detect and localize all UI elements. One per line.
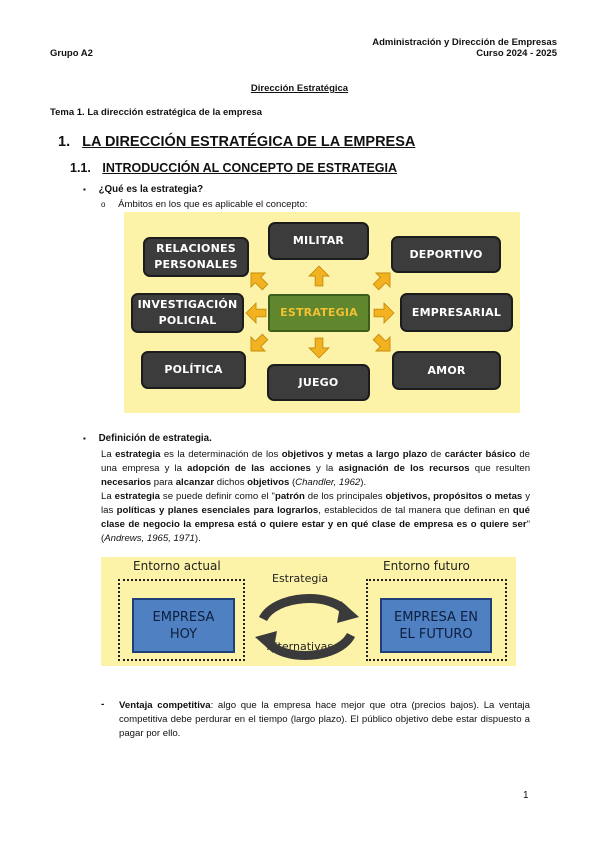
- cycle-arrows-icon: [255, 594, 359, 660]
- text: La: [101, 491, 115, 502]
- text: para: [151, 477, 176, 488]
- text-bold: políticas y planes esenciales para logra…: [116, 505, 319, 516]
- heading-2-number: 1.1.: [70, 161, 91, 175]
- heading-1-text: LA DIRECCIÓN ESTRATÉGICA DE LA EMPRESA: [82, 134, 416, 150]
- strategy-scope-diagram: RELACIONES PERSONALES MILITAR DEPORTIVO I…: [124, 212, 520, 413]
- text-bold: objetivos, propósitos o metas: [385, 491, 523, 502]
- text: La: [101, 449, 116, 460]
- text: , establecidos de tal manera que definan…: [318, 505, 513, 516]
- text-bold: estrategia: [114, 491, 160, 502]
- tile-politica: POLÍTICA: [141, 351, 246, 389]
- arrow-down-right-icon: [372, 333, 391, 352]
- course-title: Dirección Estratégica: [250, 83, 349, 94]
- text-bold: patrón: [274, 491, 305, 502]
- bullet-marker: ▪: [83, 434, 86, 443]
- text: " (: [101, 519, 530, 544]
- bullet-marker: ▪: [83, 185, 86, 194]
- arrow-right-icon: [373, 302, 395, 324]
- future-environment-frame: [366, 579, 507, 661]
- arrow-down-icon: [308, 337, 330, 359]
- header-degree: Administración y Dirección de Empresas: [372, 37, 557, 48]
- citation: Chandler, 1962: [295, 477, 361, 488]
- current-environment-frame: [118, 579, 245, 661]
- current-environment-title: Entorno actual: [133, 559, 221, 573]
- text: se puede definir como el ": [159, 491, 275, 502]
- company-future-line2: EL FUTURO: [399, 626, 473, 642]
- heading-1-number: 1.: [58, 134, 71, 150]
- arrow-up-right-icon: [372, 272, 391, 291]
- bullet-que-es: ▪ ¿Qué es la estrategia?: [83, 184, 203, 195]
- tile-relaciones-line1: RELACIONES: [156, 242, 236, 255]
- tile-deportivo: DEPORTIVO: [391, 236, 501, 273]
- heading-2: 1.1. INTRODUCCIÓN AL CONCEPTO DE ESTRATE…: [70, 161, 397, 175]
- tile-investigacion-policial: INVESTIGACIÓN POLICIAL: [131, 293, 244, 333]
- text-bold: carácter básico: [444, 449, 516, 460]
- tile-empresarial: EMPRESARIAL: [400, 293, 513, 332]
- bullet-text: ¿Qué es la estrategia?: [98, 184, 204, 195]
- definition-chandler: La estrategia es la determinación de los…: [101, 448, 530, 490]
- company-today-line1: EMPRESA: [152, 609, 215, 625]
- bullet-text: Definición de estrategia.: [98, 433, 212, 444]
- company-today-line2: HOY: [169, 626, 198, 642]
- tile-estrategia: ESTRATEGIA: [268, 294, 370, 332]
- header-group: Grupo A2: [50, 48, 93, 59]
- header-course: Curso 2024 - 2025: [476, 48, 557, 59]
- text: ).: [194, 533, 201, 544]
- arrow-down-left-icon: [250, 333, 269, 352]
- text-bold: objetivos y metas a largo plazo: [281, 449, 428, 460]
- text: de: [427, 449, 445, 460]
- topic-title: Tema 1. La dirección estratégica de la e…: [50, 107, 263, 118]
- text-bold: Ventaja competitiva: [119, 700, 211, 711]
- text: dichos: [214, 477, 248, 488]
- tile-investigacion-line1: INVESTIGACIÓN: [137, 298, 238, 311]
- bullet-definicion: ▪ Definición de estrategia.: [83, 433, 212, 444]
- company-future-line1: EMPRESA EN: [394, 609, 478, 625]
- text: ).: [360, 477, 367, 488]
- tile-amor: AMOR: [392, 351, 501, 390]
- future-environment-title: Entorno futuro: [383, 559, 470, 573]
- tile-relaciones-line2: PERSONALES: [154, 258, 238, 271]
- tile-relaciones-personales: RELACIONES PERSONALES: [143, 237, 249, 277]
- text-bold: alcanzar: [175, 477, 215, 488]
- strategy-label: Estrategia: [272, 572, 329, 585]
- text: (: [289, 477, 296, 488]
- text-bold: objetivos: [247, 477, 290, 488]
- text: y la: [310, 463, 339, 474]
- tile-juego: JUEGO: [267, 364, 370, 401]
- tile-investigacion-line2: POLICIAL: [158, 314, 217, 327]
- text: de los principales: [304, 491, 386, 502]
- arrow-left-icon: [245, 302, 267, 324]
- text-bold: qué clase de negocio la empresa está o q…: [101, 505, 530, 530]
- competitive-advantage: Ventaja competitiva: algo que la empresa…: [119, 699, 530, 741]
- text: y las: [101, 491, 531, 516]
- arrow-up-icon: [308, 265, 330, 287]
- arrow-up-left-icon: [250, 272, 269, 291]
- text-bold: asignación de los recursos: [338, 463, 470, 474]
- subbullet-marker: o: [101, 200, 106, 209]
- page-number: 1: [523, 790, 529, 801]
- subbullet-ambitos: o Ámbitos en los que es aplicable el con…: [101, 199, 307, 210]
- bullet-marker-dash: -: [101, 699, 105, 710]
- text: que resulten: [469, 463, 531, 474]
- text-bold: adopción de las acciones: [187, 463, 311, 474]
- heading-2-text: INTRODUCCIÓN AL CONCEPTO DE ESTRATEGIA: [102, 161, 398, 175]
- tile-militar: MILITAR: [268, 222, 369, 260]
- text: de una empresa y la: [101, 449, 530, 474]
- text: : algo que la empresa hace mejor que otr…: [119, 700, 530, 739]
- text-bold: estrategia: [115, 449, 161, 460]
- definition-andrews: La estrategia se puede definir como el "…: [101, 490, 530, 546]
- citation: Andrews, 1965, 1971: [104, 533, 195, 544]
- heading-1: 1. LA DIRECCIÓN ESTRATÉGICA DE LA EMPRES…: [58, 134, 415, 150]
- subbullet-text: Ámbitos en los que es aplicable el conce…: [118, 199, 308, 210]
- text: es la determinación de los: [160, 449, 282, 460]
- text-bold: necesarios: [101, 477, 152, 488]
